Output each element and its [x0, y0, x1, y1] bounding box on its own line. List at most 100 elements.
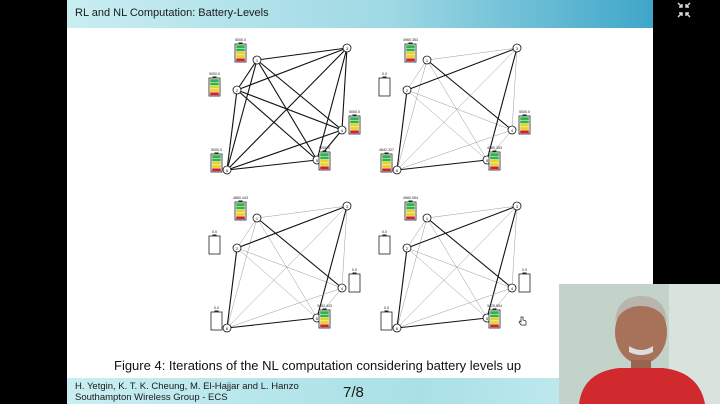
graph-edge: [256, 217, 343, 289]
battery-level-label: 0.0: [382, 230, 387, 234]
slide-footer: H. Yetgin, K. T. K. Cheung, M. El-Hajjar…: [67, 378, 653, 404]
graph-edge: [236, 247, 343, 289]
battery-level-label: 5000.0: [349, 110, 360, 114]
graph-edge: [396, 47, 518, 171]
graph-node-label: 4: [341, 128, 344, 133]
graph-edge: [256, 59, 318, 161]
footer-authors: H. Yetgin, K. T. K. Cheung, M. El-Hajjar…: [75, 381, 299, 392]
battery-level-label: 0.0: [214, 306, 219, 310]
graph-edge: [236, 59, 258, 91]
graph-edge: [226, 59, 258, 171]
graph-node: [342, 43, 352, 53]
graph-edge: [396, 217, 428, 329]
graph-edge: [226, 317, 318, 329]
graph-node-label: 2: [236, 88, 239, 93]
page-number: 7/8: [343, 384, 364, 401]
graph-node: [337, 283, 347, 293]
graph-node-label: 4: [511, 128, 514, 133]
graph-edge: [426, 217, 488, 319]
graph-edge: [236, 205, 348, 249]
graph-node-label: 6: [226, 168, 229, 173]
graph-edge: [341, 47, 348, 131]
graph-edge: [486, 205, 518, 319]
graph-edge: [406, 217, 428, 249]
graph-node-label: 1: [426, 58, 429, 63]
graph-edge: [426, 47, 518, 61]
graph-edge: [511, 47, 518, 131]
presenter-video: [559, 284, 720, 404]
graph-node-label: 6: [396, 168, 399, 173]
battery-level-label: 5000.0: [519, 110, 530, 114]
graph-node-label: 1: [256, 216, 259, 221]
graph-edge: [396, 205, 518, 329]
graph-node: [222, 323, 232, 333]
graph-edge: [226, 47, 348, 171]
graph-node: [392, 165, 402, 175]
graph-edge: [406, 59, 428, 91]
graph-edge: [236, 247, 318, 319]
graph-edge: [226, 205, 348, 329]
graph-edge: [226, 247, 238, 329]
graph-node: [337, 125, 347, 135]
graph-edge: [236, 47, 348, 91]
graph-edge: [396, 89, 408, 171]
graph-edge: [256, 217, 318, 319]
graph-node-label: 2: [406, 88, 409, 93]
graph-edge: [396, 287, 513, 329]
graph-node-label: 6: [226, 326, 229, 331]
graph-edge: [486, 47, 518, 161]
graph-node: [232, 243, 242, 253]
graph-node-label: 3: [516, 204, 519, 209]
graph-edge: [406, 89, 488, 161]
graph-node-label: 5: [316, 316, 319, 321]
battery-level-label: 3425.554: [487, 304, 502, 308]
graph-edge: [316, 205, 348, 319]
graph-node: [422, 55, 432, 65]
graph-node: [512, 201, 522, 211]
graph-node-label: 3: [346, 204, 349, 209]
graph-edge: [226, 217, 258, 329]
graph-node-label: 5: [486, 316, 489, 321]
graph-node-label: 5: [316, 158, 319, 163]
graph-edge: [256, 59, 343, 131]
graph-node: [507, 283, 517, 293]
graph-edge: [406, 247, 488, 319]
graph-node: [252, 55, 262, 65]
battery-icon: [518, 273, 531, 293]
graph-edge: [396, 59, 428, 171]
graph-edge: [396, 159, 488, 171]
graph-edge: [236, 89, 343, 131]
battery-level-label: 3452.443: [317, 304, 332, 308]
graph-node-label: 4: [341, 286, 344, 291]
battery-level-label: 5000.0: [211, 148, 222, 152]
graph-node: [342, 201, 352, 211]
graph-edge: [426, 59, 488, 161]
battery-level-label: 4980.353: [487, 146, 502, 150]
graph-node: [422, 213, 432, 223]
graph-edge: [396, 317, 488, 329]
graph-node-label: 5: [486, 158, 489, 163]
graph-node-label: 2: [236, 246, 239, 251]
graph-edge: [396, 129, 513, 171]
graph-node: [402, 243, 412, 253]
graph-edge: [406, 47, 518, 91]
graph-node: [512, 43, 522, 53]
battery-level-label: 4860.443: [233, 196, 248, 200]
graph-node-label: 1: [256, 58, 259, 63]
graph-node-label: 6: [396, 326, 399, 331]
graph-edge: [426, 59, 513, 131]
webcam-overlay: [559, 284, 720, 404]
collapse-arrows-icon[interactable]: [670, 0, 698, 20]
graph-node: [507, 125, 517, 135]
graph-edge: [511, 205, 518, 289]
battery-icon: [378, 77, 391, 97]
graph-edge: [226, 89, 238, 171]
graph-edge: [316, 47, 348, 161]
battery-level-label: 4960.353: [403, 38, 418, 42]
graph-edge: [236, 217, 258, 249]
graph-edge: [256, 47, 348, 61]
battery-level-label: 4842.327: [379, 148, 394, 152]
battery-icon: [378, 235, 391, 255]
